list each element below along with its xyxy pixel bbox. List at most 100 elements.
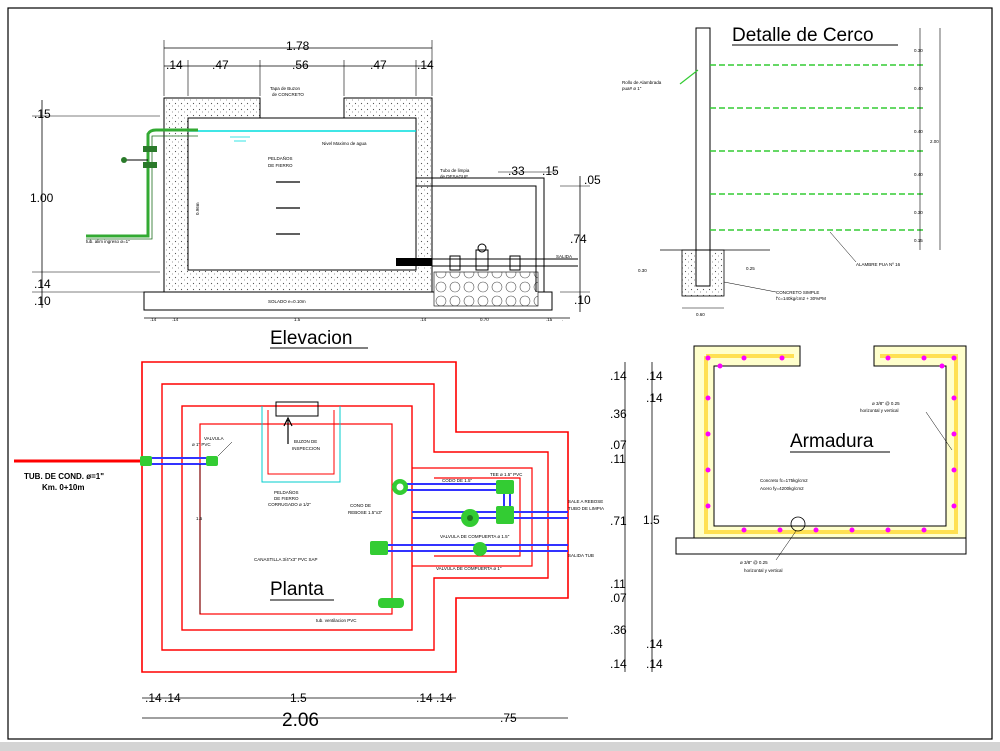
planta-tubo-limpia-label: TUBO DE LIMPIA xyxy=(568,506,604,511)
planta-valv-comp2-label: VALVULA DE COMPUERTA ø 1" xyxy=(436,566,502,571)
elev-bot-dim-7: . xyxy=(562,317,563,322)
planta-right-dim-a-4: .11 xyxy=(610,452,626,466)
rebar-dots xyxy=(705,355,957,533)
planta-tee-label: TEE ø 1.5" PVC xyxy=(490,472,523,477)
armadura-bottom-label-2: horizontal y vertical xyxy=(744,568,783,573)
elev-dim-4: .47 xyxy=(370,58,387,72)
cerco-dim-5: 0.30 xyxy=(914,210,923,215)
planta-bot-dim-2: .14 xyxy=(164,691,181,705)
cerco-view: Detalle de Cerco Rollo de Alambrada pua#… xyxy=(622,25,941,317)
cerco-rollo-label-2: pua# ø 1" xyxy=(622,86,642,91)
cerco-title: Detalle de Cerco xyxy=(732,25,874,46)
elev-pipe-dim-1: .33 xyxy=(508,164,525,178)
planta-right-dim-b-5: .14 xyxy=(646,657,663,671)
planta-buzon-label: BUZON DE xyxy=(294,439,317,444)
cerco-foot-dim-3: 0.60 xyxy=(696,312,705,317)
elev-rebose-label-2: de DESAGUE xyxy=(440,174,468,179)
cerco-dim-1: 0.30 xyxy=(914,48,923,53)
elevacion-view: 1.78 .14 .47 .56 .47 .14 .15 1.00 .14 .1… xyxy=(30,39,601,349)
planta-codo-label: CODO DE 1.5" xyxy=(442,478,473,483)
planta-right-dim-b-2: .14 xyxy=(646,391,663,405)
planta-right-dim-a-3: .07 xyxy=(610,438,627,452)
planta-bot-dim-4: .14 xyxy=(416,691,433,705)
planta-right-dim-b-3: 1.5 xyxy=(643,513,660,527)
planta-bot-dim-5: .14 xyxy=(436,691,453,705)
cerco-foot-dim-2: 0.25 xyxy=(746,266,755,271)
planta-bot-dim-3: 1.5 xyxy=(290,691,307,705)
elev-bot-dim-5: 0.70 xyxy=(480,317,489,322)
armadura-title: Armadura xyxy=(790,431,874,452)
elev-pipe-dim-2: .15 xyxy=(542,164,559,178)
planta-right-width: .75 xyxy=(500,711,517,725)
elev-bot-dim-2: .14 xyxy=(172,317,179,322)
planta-buzon-label-2: INSPECCION xyxy=(292,446,320,451)
elev-tapa-label-2: de CONCRETO xyxy=(272,92,304,97)
cerco-concreto-label-2: f'c=140kg/cm2 + 30%PM xyxy=(776,296,826,301)
planta-right-dim-a-6: .11 xyxy=(610,577,626,591)
elev-right-dim-3: .10 xyxy=(574,293,591,307)
planta-canastilla-label: CANASTILLA 3/4"x3" PVC SAP xyxy=(254,557,317,562)
cerco-dim-4: 0.40 xyxy=(914,172,923,177)
fence-post xyxy=(695,27,711,287)
armadura-bottom-label: ø 3/8" @ 0.25 xyxy=(740,560,768,565)
sheet-border xyxy=(7,7,993,740)
elev-rebose-label: Tubo de limpia xyxy=(440,168,470,173)
elev-bot-dim-4: .14 xyxy=(420,317,427,322)
planta-salida-tub-label: SALIDA TUB xyxy=(568,553,594,558)
elev-dim-3: .56 xyxy=(292,58,309,72)
planta-right-dim-a-5: .71 xyxy=(610,514,627,528)
elev-bot-dim-3: 1.5 xyxy=(294,317,301,322)
elev-peldanos-label-2: DE FIERRO xyxy=(268,163,293,168)
planta-valvula-label: VALVULA xyxy=(204,436,224,441)
planta-cono-label: CONO DE xyxy=(350,503,371,508)
planta-valvula-label-2: ø 1" PVC xyxy=(192,442,211,447)
planta-valv-comp1-label: VALVULA DE COMPUERTA ø 1.5" xyxy=(440,534,510,539)
planta-peldanos-label-3: CORRUGADO ø 1/2" xyxy=(268,502,311,507)
planta-tub-cond-label: TUB. DE COND. ø=1" xyxy=(24,472,104,481)
cerco-concreto-label: CONCRETO SIMPLE xyxy=(776,290,819,295)
planta-cono-label-2: REBOSE 1.5"x3" xyxy=(348,510,383,515)
elev-dim-1: .14 xyxy=(166,58,183,72)
elev-left-dim-2: 1.00 xyxy=(30,191,54,205)
cerco-alambre-label: ALAMBRE PUA Nº 16 xyxy=(856,262,901,267)
planta-km-label: Km. 0+10m xyxy=(42,483,84,492)
elev-total-width: 1.78 xyxy=(286,39,310,53)
elev-bot-dim-6: .15 xyxy=(546,317,553,322)
cerco-height-total: 2.00 xyxy=(930,139,939,144)
elev-right-dim-1: .05 xyxy=(584,173,601,187)
planta-right-dim-a-2: .36 xyxy=(610,407,627,421)
elev-left-dim-3: .14 xyxy=(34,277,51,291)
elev-dim-5: .14 xyxy=(417,58,434,72)
planta-inner-dim: 1.5 xyxy=(196,516,203,521)
elev-peldanos-label: PELDAÑOS xyxy=(268,155,293,161)
armadura-top-label-2: horizontal y vertical xyxy=(860,408,899,413)
elev-left-dim-1: .15 xyxy=(34,107,51,121)
elev-salida-label: SALIDA xyxy=(556,254,572,259)
elev-right-dim-2: .74 xyxy=(570,232,587,246)
planta-view: BUZON DE INSPECCION PELDAÑOS DE FIERRO C… xyxy=(14,361,663,731)
planta-peldanos-label: PELDAÑOS xyxy=(274,489,299,495)
elev-left-dim-4: .10 xyxy=(34,294,51,308)
armadura-view: Armadura ø 3/8" @ 0.25 horizontal y vert… xyxy=(675,345,967,573)
bottom-bar xyxy=(0,742,1000,751)
planta-right-dim-a-8: .36 xyxy=(610,623,627,637)
elev-nivel-label: Nivel Maximo de agua xyxy=(322,141,367,146)
planta-right-dim-b-1: .14 xyxy=(646,369,663,383)
planta-ventilacion-label: tub. ventilacion PVC xyxy=(316,618,357,623)
cerco-dim-6: 0.15 xyxy=(914,238,923,243)
elevacion-title: Elevacion xyxy=(270,328,352,349)
planta-bot-dim-1: .14 xyxy=(145,691,162,705)
planta-peldanos-label-2: DE FIERRO xyxy=(274,496,299,501)
planta-right-dim-a-1: .14 xyxy=(610,369,627,383)
elev-entrada-label: tub. alim ingreso ø=1" xyxy=(86,239,130,244)
elev-bot-dim-1: .14 xyxy=(150,317,157,322)
elev-dim-2: .47 xyxy=(212,58,229,72)
planta-right-dim-a-7: .07 xyxy=(610,591,627,605)
cerco-dim-3: 0.40 xyxy=(914,129,923,134)
armadura-top-label: ø 3/8" @ 0.25 xyxy=(872,401,900,406)
planta-right-dim-b-4: .14 xyxy=(646,637,663,651)
cerco-rollo-label: Rollo de Alambrada xyxy=(622,80,662,85)
elev-inner-height: 0.96m xyxy=(195,202,200,215)
elev-solado-label: SOLADO e=0.10m xyxy=(268,299,306,304)
